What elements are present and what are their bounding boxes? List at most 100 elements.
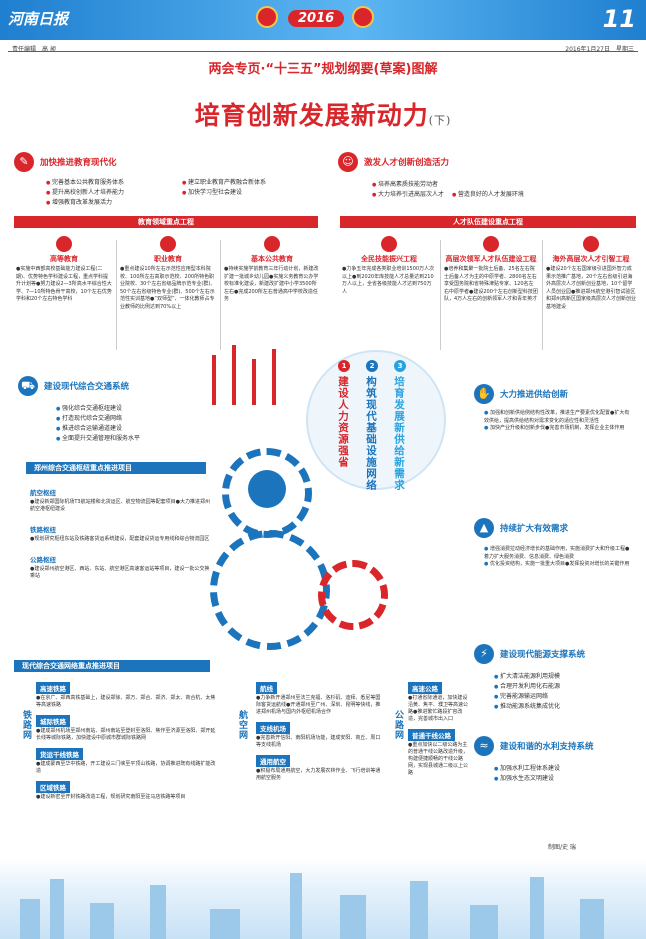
list-item: 增强消费拉动经济增长的基础作用，实施消费扩大和升级工程●着力扩大服务消费、信息消… [484,546,634,561]
hub-list: 航空枢纽 ●建设新郑国际机场T3航站楼和北货运区、航空物流园等配套项目●大力推进… [30,480,210,580]
editor-credit: 责任编辑 高 昶 [12,46,56,53]
list-item: 强化综合交通枢纽建设 [56,404,206,414]
education-list: 完善基本公共教育服务体系 提升高校创新人才培养能力 增强教育改革发展活力 建立职… [46,178,314,208]
education-icon: ✎ [14,152,34,172]
city-skyline [0,858,646,939]
list-item: 培养高素质技能劳动者 [372,180,634,190]
people-icon [483,236,499,252]
rail-groups: 高速铁路 ●在京广、郑西高铁基础上，建设郑徐、郑万、郑合、郑济、郑太、商合杭、太… [36,676,220,801]
hub-text: ●规划研究枢纽东站及铁路客货运系统建设，配套建设货运专用线和综合物流园区 [30,536,210,542]
group-text: ●在京广、郑西高铁基础上，建设郑徐、郑万、郑合、郑济、郑太、商合杭、太焦等高速铁… [36,695,216,708]
group-title: 货运干线铁路 [36,748,83,760]
arrows-graphic [202,345,298,405]
list-item: 营造良好的人才发展环境 [452,190,524,200]
col-title: 高层次领军人才队伍建设工程 [445,255,537,263]
gear-icon [210,530,330,650]
group-text: ●完善新开信阳、南阳机场功能，建成安阳、商丘、周口等支线机场 [256,735,381,748]
list-item: 推动能源系统集成优化 [494,702,634,712]
road-groups: 高速公路 ●打通省际通道，加快建设沿黄、焦平、濮卫等高速公路●推进繁忙路段扩容改… [408,676,470,777]
group-text: ●打通省际通道，加快建设沿黄、焦平、濮卫等高速公路●推进繁忙路段扩容改造，完善城… [408,695,469,722]
education-projects-band: 教育领域重点工程 [14,216,318,228]
rail-label: 铁路网 [21,710,31,740]
list-item: 提升高校创新人才培养能力 [46,188,178,198]
group-title: 普通干线公路 [408,729,455,741]
hub-title: 铁路枢纽 [30,526,56,534]
energy-list: 扩大清洁能源利用规模 合理开发利用化石能源 完善能源输运网络 推动能源系统集成优… [494,672,634,712]
demand-heading: 持续扩大有效需求 [500,524,569,534]
hub-title: 航空枢纽 [30,489,56,497]
wrench-icon [381,236,397,252]
divider [542,240,543,350]
list-item: 大力培养引进高层次人才 [372,190,444,200]
col-title: 海外高层次人才引智工程 [552,255,630,263]
year-badge: 2016 [288,10,345,27]
network-band: 现代综合交通网络重点推进项目 [14,660,210,672]
talent-col-skills: 全民技能振兴工程●力争五年完成各类职业培训1500万人次以上●到2020年库技能… [342,236,436,296]
list-item: 全面提升交通管理和服务水平 [56,434,206,444]
newspaper-logo: 河南日报 [8,10,69,28]
transport-heading: 建设现代综合交通系统 [44,382,130,392]
list-item: 加强和创新供给侧结构性改革，推进生产要素优化配置●扩大有效供给，提高供给结构对需… [484,410,634,425]
artist-credit: 制图/史 瑞 [548,844,576,851]
talent-col-leaders: 高层次领军人才队伍建设工程 ●培养和集聚一批院士后备、25名左右院士后备人才为主的… [444,236,538,304]
list-item: 建立职业教育产教融合新体系 [182,178,314,188]
handshake-icon: ✋ [474,384,494,404]
list-item: 扩大清洁能源利用规模 [494,672,634,682]
national-emblem-icon [256,6,278,28]
list-item: 完善能源输运网络 [494,692,634,702]
road-label: 公路网 [393,710,403,740]
goal-number-1: 1 [338,360,350,372]
goal-number-2: 2 [366,360,378,372]
education-col-vocational: 职业教育 ●重点建设10所左右示范性应用型本科院校、100所左右高职示范校、200… [120,236,216,311]
list-item: 加强水生态文明建设 [494,774,634,784]
group-title: 城际铁路 [36,715,70,727]
supply-heading: 大力推进供给创新 [500,390,569,400]
col-title: 高等教育 [50,255,78,263]
cppcc-emblem-icon [352,6,374,28]
divider [220,240,221,350]
list-item: 加快产业升级和创新步伐●完善市场机制，发挥企业主体作用 [484,425,634,433]
title-text: 培育创新发展新动力 [194,101,429,130]
group-text: ●力争新开通郑州至法兰克福、洛杉矶、迪拜、悉尼等国际客货运航线●开通郑州至广州、… [256,695,381,715]
education-col-higher: 高等教育●实施中西部高校基础能力建设工程(二期)、优势特色学科建设工程，重点学科… [16,236,112,304]
chart-icon: ▲ [474,518,494,538]
talent-icon: ☺ [338,152,358,172]
talent-projects-band: 人才队伍建设重点工程 [340,216,636,228]
list-item: 加强水利工程体系建设 [494,764,634,774]
list-item: 合理开发利用化石能源 [494,682,634,692]
col-text: ●建设20个左右国家级引进国外智力成果示范推广基地，20个左右省级引进海外高层次… [546,266,637,310]
group-text: ●建设新密至开封铁路改造工程，规划研究南阳至驻马店铁路等项目 [36,794,186,800]
page-title: 培育创新发展新动力(下) [0,96,646,132]
divider [440,240,441,350]
group-title: 高速公路 [408,682,442,694]
bus-icon: ⛟ [18,376,38,396]
list-item: 优化投资结构，实施一批重大项目●发挥投资对增长的关键作用 [484,561,634,569]
list-item: 打造现代综合交通网络 [56,414,206,424]
goal-3: 培育发展新供给新需求 [393,376,405,491]
col-text: ●重点建设10所左右示范性应用型本科院校、100所左右高职示范校、200所特色职… [120,266,216,310]
group-title: 高速铁路 [36,682,70,694]
supply-list: 加强和创新供给侧结构性改革，推进生产要素优化配置●扩大有效供给，提高供给结构对需… [484,410,634,433]
group-title: 区域铁路 [36,781,70,793]
hub-band: 郑州综合交通枢纽重点推进项目 [26,462,206,474]
gear-icon [318,560,388,630]
masthead: 河南日报 2016 11 [0,0,646,40]
col-text: ●培养和集聚一批院士后备、25名左右院士后备人才为主的中原学者、2800名左右享… [444,266,538,302]
water-icon: ≈ [474,736,494,756]
group-text: ●重点加快以二级公路为主的普通干线公路改造升级，构建便捷顺畅的干线公路网，实现县… [408,742,469,776]
air-groups: 航线 ●力争新开通郑州至法兰克福、洛杉矶、迪拜、悉尼等国际客货运航线●开通郑州至… [256,676,384,782]
section-subtitle: 两会专页·“十三五”规划纲要(草案)图解 [208,62,438,77]
cap-icon [56,236,72,252]
col-title: 职业教育 [154,255,182,263]
water-heading: 建设和谐的水利支持系统 [500,742,594,752]
group-title: 支线机场 [256,722,290,734]
divider [8,51,638,52]
divider [116,240,117,350]
title-suffix: (下) [428,114,452,127]
hub-text: ●建设郑州航空港区、西站、东站、航空港区高速客运站等项目，建设一批公交换乘站 [30,566,210,579]
group-title: 航线 [256,682,277,694]
col-title: 全民技能振兴工程 [361,255,417,263]
col-text: ●持续实施学前教育三年行动计划，新建改扩建一批城乡幼儿园●实施义务教育公办学校标… [224,266,319,302]
hub-text: ●建设新郑国际机场T3航站楼和北货运区、航空物流园等配套项目●大力推进郑州航空港… [30,499,210,512]
talent-heading: 激发人才创新创造活力 [364,158,450,168]
